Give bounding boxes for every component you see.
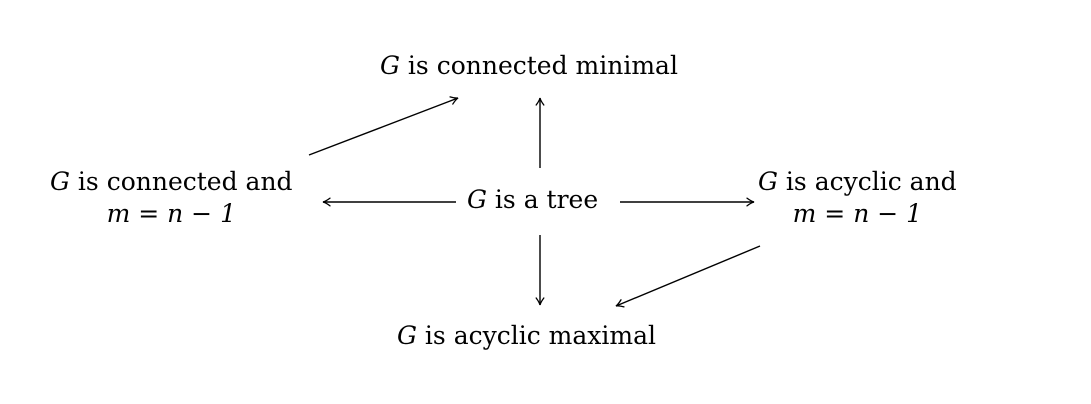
- node-label: is connected minimal: [399, 51, 678, 80]
- arrow-tree-to-acyclic-maximal: [535, 235, 545, 306]
- arrow-connected-and-to-connected-minimal: [308, 96, 459, 156]
- node-acyclic-maximal: G is acyclic maximal: [397, 320, 656, 352]
- variable-g: G: [467, 185, 487, 214]
- node-connected-minimal: G is connected minimal: [380, 50, 678, 82]
- variable-g: G: [758, 167, 778, 196]
- arrow-head: [535, 97, 545, 106]
- node-acyclic-and: G is acyclic and m = n − 1: [758, 166, 957, 230]
- arrow-head: [535, 297, 545, 306]
- edge-count-equation: m = n − 1: [792, 199, 923, 228]
- node-tree: G is a tree: [467, 184, 598, 216]
- arrow-head: [449, 96, 459, 105]
- variable-g: G: [380, 51, 400, 80]
- arrow-tree-to-acyclic-and: [620, 197, 755, 207]
- variable-g: G: [397, 321, 417, 350]
- arrow-tree-to-connected-and: [322, 197, 456, 207]
- arrow-shaft: [615, 245, 761, 307]
- node-label: is acyclic maximal: [416, 321, 656, 350]
- arrow-acyclic-and-to-acyclic-maximal: [615, 245, 761, 308]
- node-label: is acyclic and: [777, 167, 957, 196]
- arrow-head: [615, 299, 625, 308]
- arrow-shaft: [308, 97, 459, 156]
- arrow-head: [746, 197, 755, 207]
- edge-count-equation: m = n − 1: [106, 199, 236, 228]
- node-label: is connected and: [69, 167, 293, 196]
- arrow-tree-to-connected-minimal: [535, 97, 545, 168]
- variable-g: G: [50, 167, 70, 196]
- node-connected-and: G is connected and m = n − 1: [50, 166, 293, 230]
- arrow-head: [322, 197, 331, 207]
- node-label: is a tree: [486, 185, 599, 214]
